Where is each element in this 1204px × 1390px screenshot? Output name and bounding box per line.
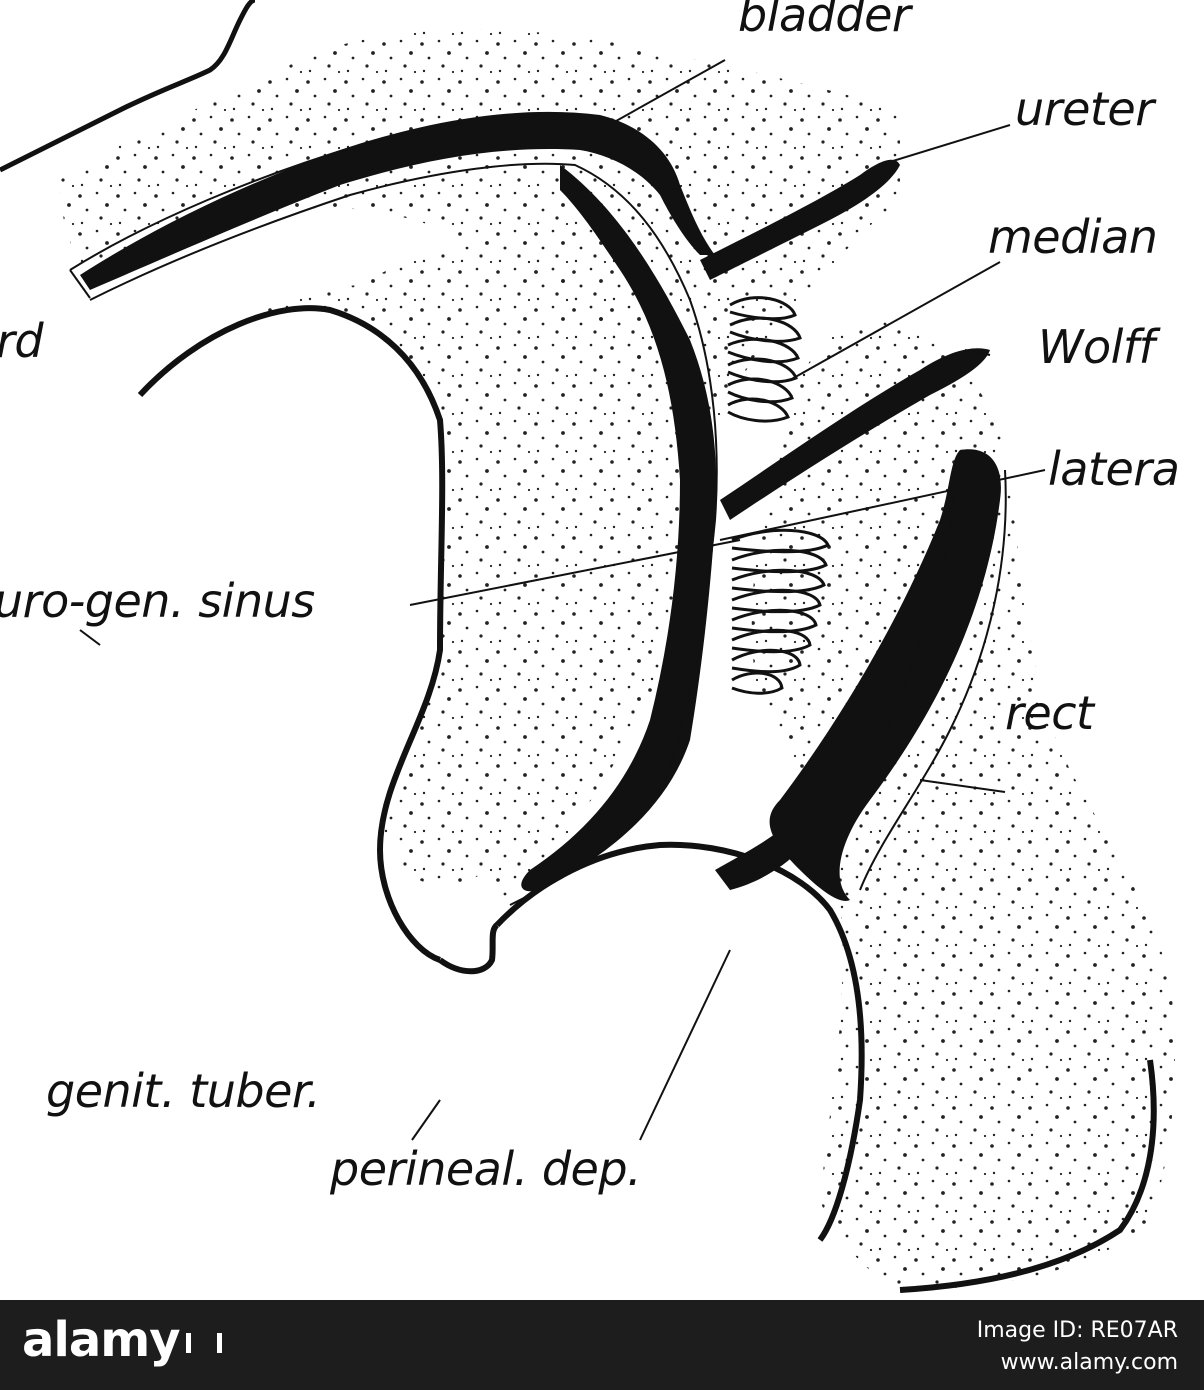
label-cord: rd (0, 314, 44, 368)
median-gland-coils (727, 296, 802, 423)
alamy-logo-icon (185, 1333, 222, 1353)
watermark-footer: alamy Image ID: RE07AR www.alamy.com (0, 1300, 1204, 1390)
label-wolff: Wolff (1038, 320, 1155, 374)
amniotic-space (0, 308, 443, 960)
wolffian-duct (720, 348, 990, 520)
upper-tissue (60, 29, 900, 420)
leader-lines (69, 59, 1046, 1141)
septum-dark (715, 800, 830, 890)
label-ureter: ureter (1015, 82, 1154, 136)
image-id: Image ID: RE07AR (976, 1318, 1178, 1343)
label-genit-tuber: genit. tuber. (46, 1064, 321, 1118)
perineal-outline (494, 841, 865, 1242)
tubercle-tip-outline (438, 922, 500, 975)
bladder-lumen (80, 111, 715, 290)
right-outline (899, 1059, 1157, 1293)
label-perineal-dep: perineal. dep. (330, 1142, 642, 1196)
site-url: www.alamy.com (1000, 1350, 1178, 1375)
right-tissue (751, 320, 1175, 1290)
amnion-outline (137, 305, 446, 963)
lateral-gland-coils (731, 528, 830, 695)
ureter-duct (700, 159, 900, 280)
sinus-lumen (521, 165, 717, 892)
embryo-section-diagram (0, 0, 1175, 1293)
label-median: median (988, 210, 1158, 264)
membrane-lines (69, 114, 1007, 906)
alamy-logo: alamy (22, 1316, 222, 1364)
label-uro-gen-sinus: uro-gen. sinus (0, 574, 315, 628)
label-bladder: bladder (738, 0, 911, 42)
label-lateral: latera (1048, 442, 1180, 496)
diagram-canvas: bladder ureter median Wolff latera rd ur… (0, 0, 1180, 1293)
label-rect: rect (1005, 686, 1094, 740)
alamy-logo-text: alamy (22, 1312, 181, 1368)
top-left-outline (0, 0, 256, 173)
